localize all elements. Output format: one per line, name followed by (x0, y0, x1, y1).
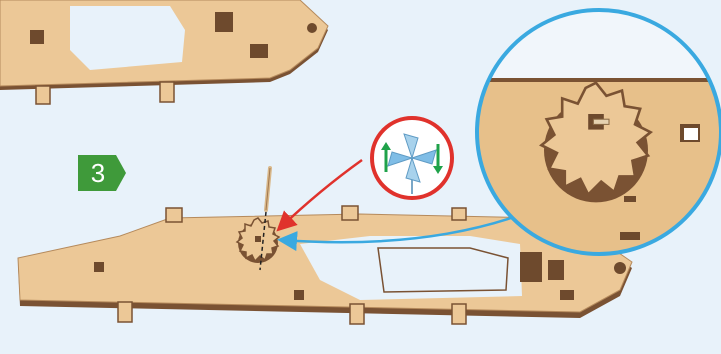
pinwheel-rotation-icon (372, 118, 452, 198)
top-chassis-frame (0, 0, 328, 104)
step-number-badge: 3 (78, 155, 126, 191)
step-number: 3 (78, 155, 118, 191)
